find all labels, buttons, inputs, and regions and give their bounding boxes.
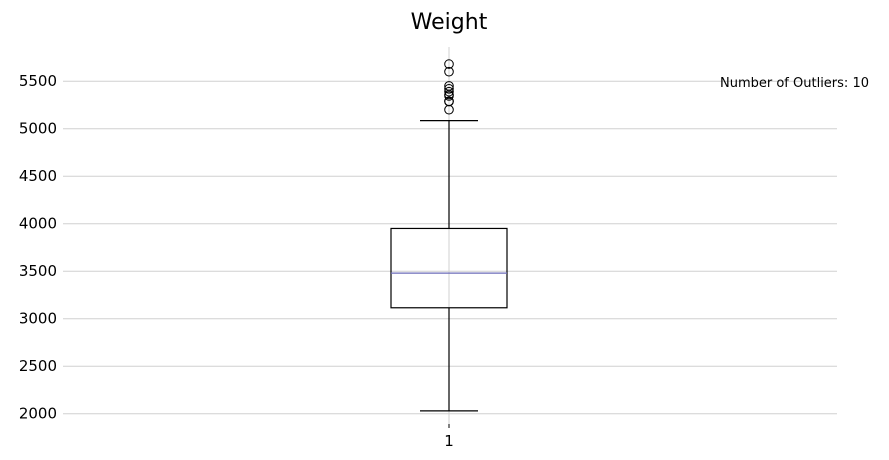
outlier-point [444, 84, 454, 94]
outlier-point [444, 86, 454, 97]
box-layer [390, 59, 508, 412]
x-tick-label: 1 [444, 432, 454, 450]
y-tick-label: 5500 [19, 72, 57, 90]
grid-layer [63, 47, 837, 427]
outlier-count-annotation: Number of Outliers: 10 [720, 76, 869, 91]
outlier-point [444, 96, 454, 106]
iqr-box [390, 227, 508, 309]
y-tick-label: 5000 [19, 120, 57, 138]
y-tick-label: 4000 [19, 215, 57, 233]
y-tick-label: 2000 [19, 405, 57, 423]
outlier-point [444, 81, 454, 91]
outlier-point [444, 66, 454, 77]
tick-layer: 2000 2500 3000 3500 4000 4500 5000 5500 1 [19, 72, 454, 450]
y-tick-label: 4500 [19, 167, 57, 185]
outlier-point [444, 59, 454, 69]
y-tick-label: 3500 [19, 262, 57, 280]
chart-title: Weight [411, 10, 488, 35]
y-tick-label: 3000 [19, 310, 57, 328]
y-tick-label: 2500 [19, 357, 57, 375]
